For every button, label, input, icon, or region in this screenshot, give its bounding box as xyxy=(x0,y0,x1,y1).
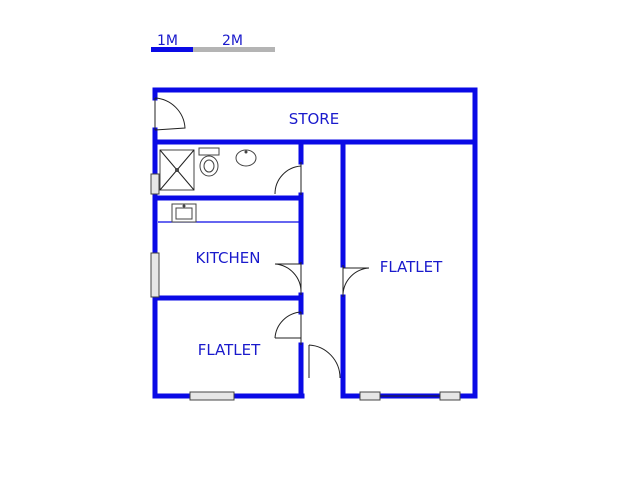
door-kitchen xyxy=(274,262,302,295)
room-label-flatlet-large: FLATLET xyxy=(380,258,443,276)
scale-label-2m: 2M xyxy=(222,33,243,49)
window-kitchen xyxy=(150,252,160,298)
scale-bar-segment-1 xyxy=(151,47,193,52)
door-entrance xyxy=(308,344,341,379)
scale-label-1m: 1M xyxy=(157,33,178,49)
doors xyxy=(154,97,370,379)
basin-icon xyxy=(235,149,257,167)
windows xyxy=(150,173,461,401)
room-label-flatlet-small: FLATLET xyxy=(198,341,261,359)
door-bathroom xyxy=(274,162,302,195)
shower-icon xyxy=(159,149,195,191)
scale-bar: 1M 2M xyxy=(151,33,275,52)
kitchen-counter xyxy=(158,203,299,223)
room-label-kitchen: KITCHEN xyxy=(196,249,261,267)
door-store xyxy=(154,97,186,131)
window-flatlet-small xyxy=(189,391,235,401)
window-bathroom xyxy=(150,173,160,195)
window-flatlet-large-1 xyxy=(359,391,381,401)
interior-walls xyxy=(152,139,478,399)
fixtures xyxy=(158,147,299,223)
door-flatlet-large xyxy=(342,265,370,297)
toilet-icon xyxy=(198,147,220,177)
scale-bar-segment-2 xyxy=(193,47,275,52)
door-flatlet-small xyxy=(274,311,302,345)
room-label-store: STORE xyxy=(289,110,339,128)
window-flatlet-large-2 xyxy=(439,391,461,401)
room-labels: STORE KITCHEN FLATLET FLATLET xyxy=(196,110,444,359)
